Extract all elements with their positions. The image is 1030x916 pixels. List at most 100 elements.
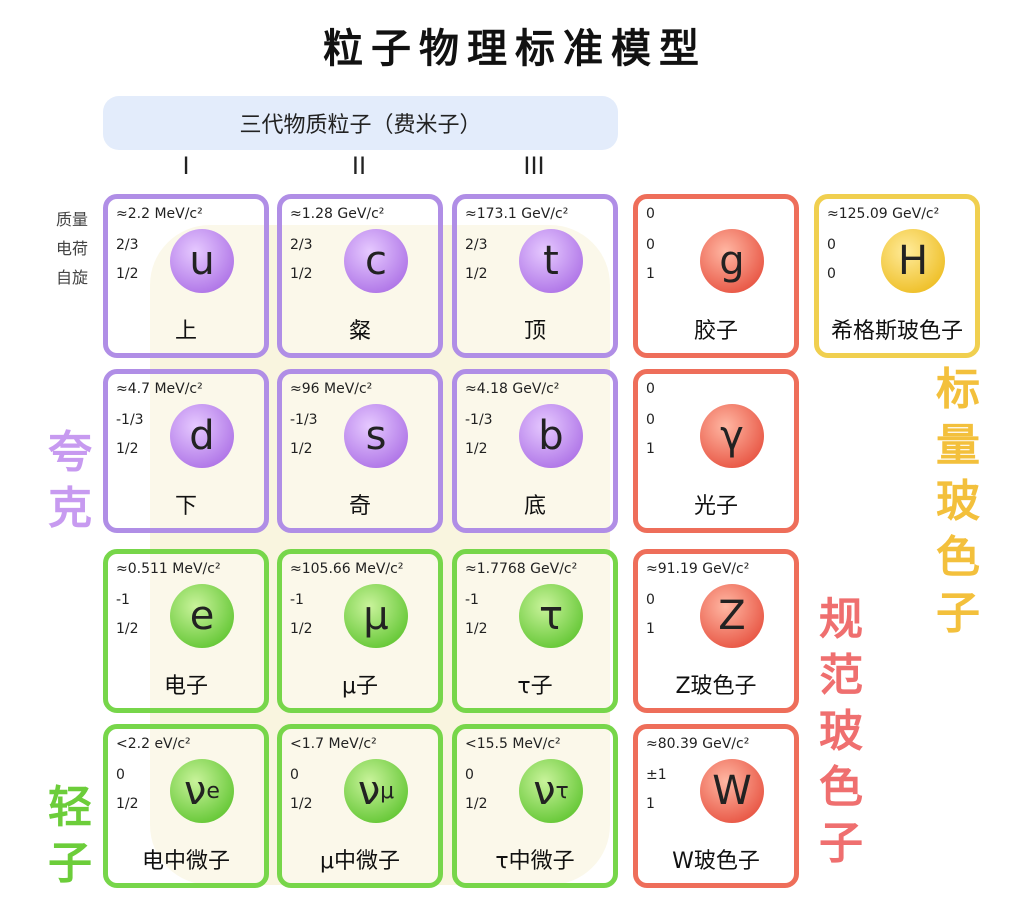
symbol-text: Z bbox=[718, 593, 746, 639]
particle-card-higgs: ≈125.09 GeV/c² 0 0 H 希格斯玻色子 bbox=[814, 194, 980, 358]
mass-value: ≈1.7768 GeV/c² bbox=[465, 561, 578, 577]
group-char: 量 bbox=[936, 420, 980, 471]
symbol-subscript: e bbox=[206, 778, 220, 804]
particle-symbol: μ bbox=[344, 584, 408, 648]
group-char: 子 bbox=[936, 588, 980, 639]
particle-symbol: t bbox=[519, 229, 583, 293]
charge-value: -1/3 bbox=[290, 412, 318, 428]
particle-name: 电子 bbox=[163, 674, 208, 699]
charge-value: 0 bbox=[290, 767, 299, 783]
spin-value: 1/2 bbox=[290, 266, 313, 282]
spin-value: 1 bbox=[646, 796, 655, 812]
mass-value: <15.5 MeV/c² bbox=[465, 736, 561, 752]
generation-label-2: II bbox=[351, 152, 367, 180]
spin-label: 自旋 bbox=[55, 268, 88, 287]
charge-value: -1 bbox=[465, 592, 479, 608]
generation-label-1: I bbox=[182, 152, 190, 180]
particle-card-down: ≈4.7 MeV/c² -1/3 1/2 d 下 bbox=[103, 369, 269, 533]
symbol-subscript: τ bbox=[555, 778, 569, 804]
particle-symbol: W bbox=[700, 759, 764, 823]
symbol-text: d bbox=[189, 413, 215, 459]
particle-card-top: ≈173.1 GeV/c² 2/3 1/2 t 顶 bbox=[452, 194, 618, 358]
particle-card-bottom: ≈4.18 GeV/c² -1/3 1/2 b 底 bbox=[452, 369, 618, 533]
charge-value: 0 bbox=[646, 592, 655, 608]
charge-value: 0 bbox=[646, 412, 655, 428]
generation-label-3: III bbox=[523, 152, 545, 180]
group-char: 规 bbox=[819, 594, 863, 645]
particle-name: 上 bbox=[174, 319, 197, 344]
particle-name: τ子 bbox=[517, 674, 553, 699]
particle-name: 下 bbox=[174, 494, 197, 519]
group-char: 轻 bbox=[48, 782, 92, 833]
symbol-text: ν bbox=[184, 768, 207, 814]
symbol-text: ν bbox=[533, 768, 556, 814]
symbol-text: τ bbox=[538, 593, 564, 639]
charge-value: -1 bbox=[116, 592, 130, 608]
symbol-subscript: μ bbox=[380, 778, 395, 804]
particle-symbol: Z bbox=[700, 584, 764, 648]
particle-symbol: H bbox=[881, 229, 945, 293]
group-label-quarks: 夸 克 bbox=[42, 425, 98, 537]
particle-card-z-boson: ≈91.19 GeV/c² 0 1 Z Z玻色子 bbox=[633, 549, 799, 713]
mass-value: <2.2 eV/c² bbox=[116, 736, 191, 752]
symbol-text: s bbox=[365, 413, 387, 459]
symbol-text: g bbox=[719, 238, 745, 284]
particle-name: 电中微子 bbox=[141, 849, 230, 874]
symbol-text: H bbox=[897, 238, 929, 284]
group-char: 范 bbox=[819, 650, 863, 701]
spin-value: 1/2 bbox=[465, 266, 488, 282]
particle-card-tau: ≈1.7768 GeV/c² -1 1/2 τ τ子 bbox=[452, 549, 618, 713]
mass-value: ≈2.2 MeV/c² bbox=[116, 206, 203, 222]
charge-value: -1 bbox=[290, 592, 304, 608]
mass-value: ≈80.39 GeV/c² bbox=[646, 736, 750, 752]
particle-symbol: g bbox=[700, 229, 764, 293]
mass-value: ≈105.66 MeV/c² bbox=[290, 561, 404, 577]
particle-name: W玻色子 bbox=[672, 849, 760, 874]
spin-value: 1 bbox=[646, 266, 655, 282]
particle-symbol: e bbox=[170, 584, 234, 648]
spin-value: 1/2 bbox=[465, 621, 488, 637]
mass-value: ≈91.19 GeV/c² bbox=[646, 561, 750, 577]
group-char: 克 bbox=[48, 483, 92, 534]
particle-name: 光子 bbox=[693, 494, 738, 519]
particle-name: 胶子 bbox=[693, 319, 738, 344]
spin-value: 1 bbox=[646, 441, 655, 457]
particle-card-strange: ≈96 MeV/c² -1/3 1/2 s 奇 bbox=[277, 369, 443, 533]
particle-symbol: τ bbox=[519, 584, 583, 648]
mass-value: ≈0.511 MeV/c² bbox=[116, 561, 221, 577]
particle-symbol: u bbox=[170, 229, 234, 293]
symbol-text: c bbox=[365, 238, 387, 284]
mass-value: ≈125.09 GeV/c² bbox=[827, 206, 940, 222]
particle-name: 希格斯玻色子 bbox=[830, 319, 963, 344]
charge-value: -1/3 bbox=[116, 412, 144, 428]
symbol-text: ν bbox=[357, 768, 381, 814]
charge-value: 0 bbox=[646, 237, 655, 253]
mass-value: ≈4.18 GeV/c² bbox=[465, 381, 560, 397]
mass-value: 0 bbox=[646, 381, 655, 397]
charge-value: 2/3 bbox=[465, 237, 488, 253]
particle-symbol: γ bbox=[700, 404, 764, 468]
charge-value: 0 bbox=[465, 767, 474, 783]
symbol-text: γ bbox=[720, 413, 744, 459]
page-title: 粒子物理标准模型 bbox=[323, 26, 707, 72]
spin-value: 0 bbox=[827, 266, 836, 282]
charge-label: 电荷 bbox=[55, 239, 88, 258]
group-char: 色 bbox=[819, 762, 863, 813]
symbol-text: u bbox=[189, 238, 215, 284]
particle-name: 底 bbox=[523, 494, 546, 519]
group-char: 玻 bbox=[819, 706, 863, 757]
group-char: 子 bbox=[819, 818, 863, 869]
charge-value: 2/3 bbox=[290, 237, 313, 253]
symbol-text: W bbox=[712, 768, 752, 814]
spin-value: 1/2 bbox=[116, 266, 139, 282]
spin-value: 1/2 bbox=[290, 621, 313, 637]
symbol-text: t bbox=[543, 238, 559, 284]
symbol-text: μ bbox=[363, 593, 389, 639]
spin-value: 1/2 bbox=[116, 796, 139, 812]
spin-value: 1/2 bbox=[116, 441, 139, 457]
